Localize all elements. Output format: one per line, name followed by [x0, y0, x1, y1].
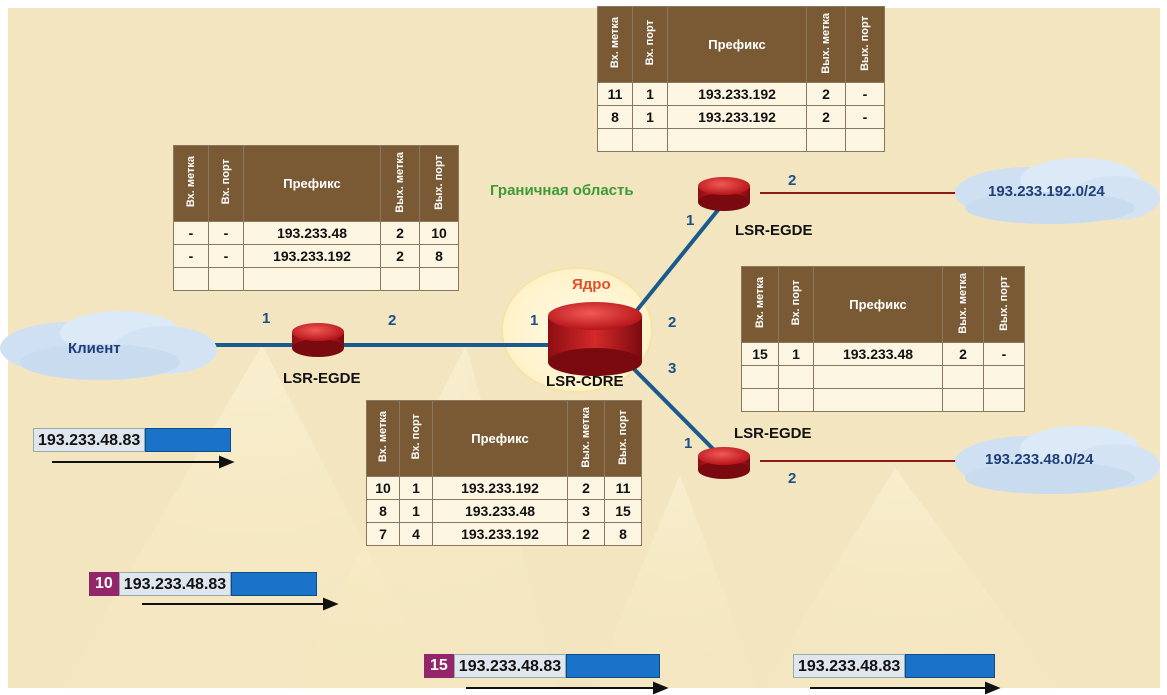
router-left-icon: [292, 323, 344, 357]
label-table-top: Вх. метка Вх. порт Префикс Вых. метка Вы…: [597, 6, 885, 152]
col-header: Вх. метка: [173, 145, 209, 222]
packet-address: 193.233.48.83: [453, 654, 567, 678]
cloud-net-bottom-label: 193.233.48.0/24: [985, 451, 1094, 468]
packet-payload: [905, 654, 996, 678]
table-row: [741, 365, 1025, 389]
packet-arrow: [466, 681, 669, 695]
light-beam: [760, 468, 1060, 690]
cloud-client: [0, 311, 217, 380]
packet: 10 193.233.48.83: [89, 572, 318, 596]
port-label: 1: [262, 310, 271, 327]
packet-address: 193.233.48.83: [33, 428, 146, 452]
col-header: Префикс: [813, 266, 943, 343]
table-row: [741, 388, 1025, 412]
router-top-icon: [698, 177, 750, 211]
col-header: Вх. порт: [632, 6, 668, 83]
port-label: 3: [668, 360, 677, 377]
col-header: Вх. порт: [778, 266, 814, 343]
label-table-core: Вх. метка Вх. порт Префикс Вых. метка Вы…: [366, 400, 642, 546]
router-core-icon: [548, 302, 642, 376]
col-header: Вх. метка: [597, 6, 633, 83]
table-row: [597, 128, 885, 152]
router-left-name: LSR-EGDE: [283, 370, 361, 387]
packet-arrow: [142, 597, 339, 611]
zone-edge-label: Граничная область: [490, 182, 634, 199]
port-label: 2: [668, 314, 677, 331]
packet-address: 193.233.48.83: [793, 654, 906, 678]
label-table-left: Вх. метка Вх. порт Префикс Вых. метка Вы…: [173, 145, 459, 291]
packet: 15 193.233.48.83: [424, 654, 661, 678]
zone-core-label: Ядро: [572, 276, 611, 293]
packet-arrow: [52, 455, 235, 469]
port-label: 2: [788, 470, 797, 487]
packet-arrow: [810, 681, 1001, 695]
packet-payload: [145, 428, 232, 452]
col-header: Вых. порт: [845, 6, 885, 83]
col-header: Вых. метка: [942, 266, 984, 343]
table-row: [173, 267, 459, 291]
packet-label: 15: [424, 654, 454, 678]
col-header: Вых. порт: [604, 400, 642, 477]
cloud-client-label: Клиент: [68, 340, 121, 357]
packet: 193.233.48.83: [793, 654, 996, 678]
col-header: Вых. порт: [419, 145, 459, 222]
port-label: 2: [388, 312, 397, 329]
col-header: Префикс: [432, 400, 568, 477]
col-header: Префикс: [667, 6, 807, 83]
cloud-net-top: [955, 158, 1160, 224]
port-label: 1: [684, 435, 693, 452]
router-core-name: LSR-CDRE: [546, 373, 624, 390]
packet-label: 10: [89, 572, 119, 596]
router-top-name: LSR-EGDE: [735, 222, 813, 239]
packet: 193.233.48.83: [33, 428, 232, 452]
packet-payload: [231, 572, 318, 596]
router-bottom-name: LSR-EGDE: [734, 425, 812, 442]
cloud-net-bottom: [955, 426, 1160, 494]
link-core-bottom: [623, 358, 724, 460]
link-core-top: [623, 203, 724, 327]
col-header: Вых. метка: [806, 6, 846, 83]
cloud-net-top-label: 193.233.192.0/24: [988, 183, 1105, 200]
col-header: Вых. метка: [567, 400, 605, 477]
packet-address: 193.233.48.83: [118, 572, 232, 596]
light-beam: [590, 475, 760, 690]
col-header: Вх. порт: [399, 400, 433, 477]
packet-payload: [566, 654, 661, 678]
col-header: Вх. порт: [208, 145, 244, 222]
col-header: Вых. порт: [983, 266, 1025, 343]
col-header: Вх. метка: [741, 266, 779, 343]
port-label: 2: [788, 172, 797, 189]
col-header: Вх. метка: [366, 400, 400, 477]
port-label: 1: [686, 212, 695, 229]
col-header: Вых. метка: [380, 145, 420, 222]
router-bottom-icon: [698, 447, 750, 479]
col-header: Префикс: [243, 145, 381, 222]
port-label: 1: [530, 312, 539, 329]
label-table-right: Вх. метка Вх. порт Префикс Вых. метка Вы…: [741, 266, 1025, 412]
